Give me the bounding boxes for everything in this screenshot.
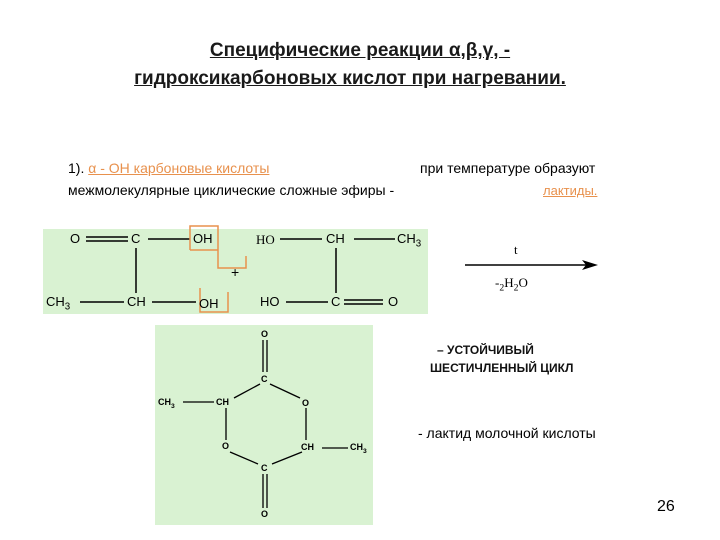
- mol1-oh: OH: [193, 231, 213, 246]
- mol2-o: O: [388, 294, 399, 309]
- mol1-c: C: [131, 231, 141, 246]
- arrow-top-label: t: [514, 242, 518, 257]
- intro-text-2: межмолекулярные циклические сложные эфир…: [68, 182, 395, 198]
- plus-sign: +: [231, 264, 240, 280]
- lactide-ch3-right: CH3: [350, 442, 367, 455]
- arrow-bottom-label: -2H2O: [495, 275, 528, 294]
- stable-note-2: ШЕСТИЧЛЕННЫЙ ЦИКЛ: [430, 361, 574, 375]
- intro-text-1: при температуре образуют: [420, 160, 596, 176]
- mol2-ho2: HO: [260, 294, 280, 309]
- mol2-ch3: CH3: [397, 231, 422, 250]
- title-line-2: гидроксикарбоновых кислот при нагревании…: [0, 68, 710, 90]
- mol2-c: C: [331, 294, 341, 309]
- lactide-o-bottom: O: [261, 509, 269, 519]
- mol1-oh2: OH: [199, 296, 219, 311]
- title-line-2-text: гидроксикарбоновых кислот при нагревании…: [134, 68, 566, 89]
- stable-note-1: – УСТОЙЧИВЫЙ: [437, 343, 534, 357]
- mol1-o: O: [70, 231, 81, 246]
- lactide-ch-left: CH: [216, 397, 229, 407]
- mol1-ch3: CH3: [46, 294, 71, 313]
- lactide-box: [155, 325, 373, 525]
- intro-number: 1).: [68, 160, 85, 176]
- title-line-1: Специфические реакции α,β,γ, -: [209, 40, 511, 61]
- intro-line-1: 1). α - ОН карбоновые кислоты: [68, 160, 269, 176]
- lactides-link: лактиды.: [543, 183, 598, 198]
- lactide-c-bottom: C: [261, 463, 268, 473]
- lactide-c-top: C: [261, 374, 268, 384]
- lactide-o-left: O: [222, 441, 230, 451]
- mol2-ho: HO: [256, 232, 275, 247]
- mol1-ch: CH: [127, 294, 146, 309]
- lactide-o-right: O: [302, 398, 310, 408]
- alpha-oh-acids: α - ОН карбоновые кислоты: [88, 160, 270, 176]
- lactide-ch3-left: CH3: [158, 397, 175, 410]
- lactide-o-top: O: [261, 329, 269, 339]
- lactide-ch-right: CH: [301, 442, 314, 452]
- lactide-name: - лактид молочной кислоты: [418, 425, 596, 441]
- mol2-ch: CH: [326, 231, 345, 246]
- page-number: 26: [657, 498, 675, 515]
